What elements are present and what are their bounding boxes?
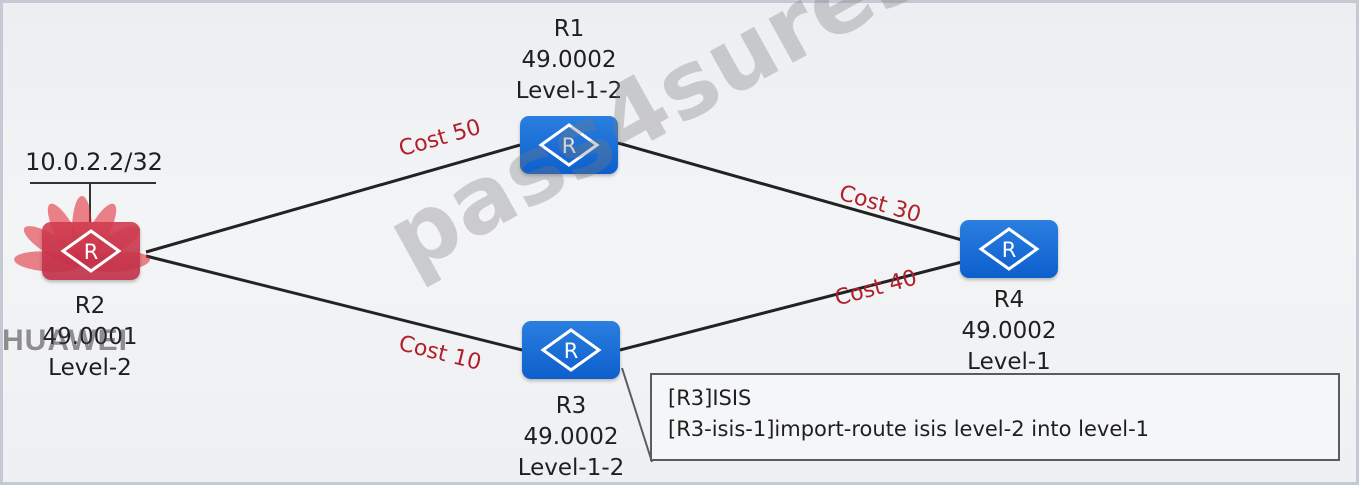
config-callout: [R3]ISIS [R3-isis-1]import-route isis le… [650,373,1340,461]
router-name: R3 [555,393,587,419]
router-area: 49.0002 [521,47,617,73]
router-level: Level-1-2 [515,78,623,104]
router-r3-label: R3 49.0002 Level-1-2 [486,391,656,484]
router-r1[interactable]: R [520,116,618,174]
router-r4[interactable]: R [960,220,1058,278]
router-name: R1 [553,16,585,42]
router-r1-label: R1 49.0002 Level-1-2 [484,14,654,107]
config-line-1: [R3]ISIS [668,386,752,410]
svg-text:R: R [562,134,577,158]
config-line-2: [R3-isis-1]import-route isis level-2 int… [668,417,1150,441]
router-name: R2 [74,293,106,319]
router-level: Level-1 [967,349,1051,375]
router-icon: R [540,328,602,372]
router-icon: R [60,229,122,273]
svg-text:R: R [564,339,579,363]
router-icon: R [538,123,600,167]
router-icon: R [978,227,1040,271]
svg-text:R: R [1002,238,1017,262]
router-level: Level-2 [48,355,132,381]
router-area: 49.0002 [523,424,619,450]
router-area: 49.0002 [961,318,1057,344]
prefix-label: 10.0.2.2/32 [25,148,163,176]
router-r4-label: R4 49.0002 Level-1 [924,285,1094,378]
callout-pointer [621,367,653,463]
router-level: Level-1-2 [517,455,625,481]
huawei-logo-text: HUAWEI [2,324,128,357]
router-r3[interactable]: R [522,321,620,379]
link-r2-r1 [145,143,521,254]
router-r2[interactable]: R [42,222,140,280]
link-r2-r3 [145,254,523,352]
router-r2-label: R2 49.0001 Level-2 [10,291,170,384]
svg-text:R: R [84,240,99,264]
link-r1-r4 [617,141,963,242]
router-area: 49.0001 [42,324,138,350]
link-r3-r4 [619,260,963,352]
router-name: R4 [993,287,1025,313]
